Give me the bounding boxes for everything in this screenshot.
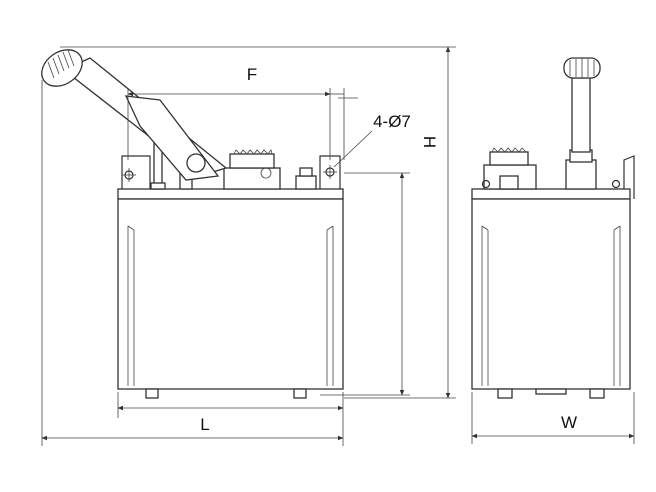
handle-grip-icon — [563, 57, 601, 79]
side-reservoir — [471, 198, 631, 390]
mounting-hole-icon — [122, 168, 136, 182]
front-foot-right — [293, 388, 307, 399]
hole-leader-line — [333, 130, 373, 168]
front-bracket-left — [121, 155, 151, 189]
valve-nut-icon — [499, 175, 519, 190]
valve-nut-icon — [295, 167, 317, 190]
label-h: H — [420, 136, 439, 148]
mounting-hole-icon — [611, 179, 621, 189]
mounting-hole-icon — [481, 179, 491, 189]
front-top-plate — [117, 188, 344, 200]
side-view — [471, 57, 635, 399]
label-l: L — [200, 415, 209, 434]
label-holes: 4-Ø7 — [373, 112, 411, 131]
handle-grip-icon — [41, 49, 83, 87]
side-bracket — [623, 155, 635, 199]
side-pump-housing — [565, 159, 597, 190]
side-dimensions — [471, 392, 635, 444]
mounting-hole-icon — [323, 165, 337, 179]
front-reservoir — [117, 198, 344, 390]
side-drain — [535, 388, 567, 395]
front-view — [41, 49, 344, 399]
label-w: W — [561, 413, 577, 432]
side-foot-left — [497, 388, 513, 399]
side-handle-shaft — [571, 77, 591, 153]
front-dimensions — [41, 46, 456, 446]
front-foot-left — [145, 388, 159, 399]
lever-pivot-icon — [186, 153, 206, 173]
side-foot-right — [589, 388, 605, 399]
label-f: F — [247, 65, 257, 84]
filler-cap-icon — [223, 149, 281, 190]
side-top-plate — [471, 188, 631, 200]
